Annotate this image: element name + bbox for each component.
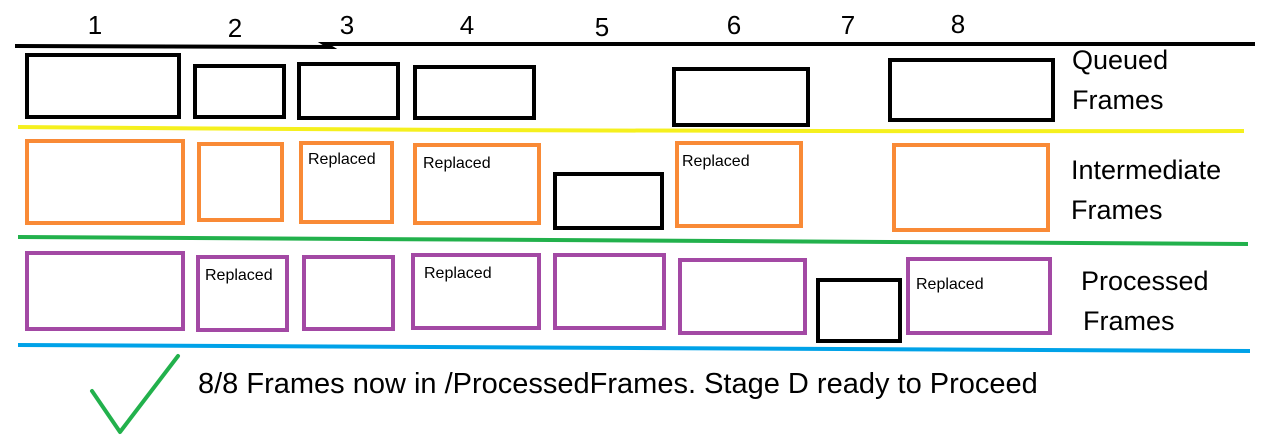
- checkmark-icon: [90, 354, 180, 434]
- processed-frame-8: Replaced: [906, 257, 1052, 335]
- column-number-3: 3: [339, 10, 355, 40]
- column-number-4: 4: [459, 10, 475, 40]
- processed-label-line2: Frames: [1083, 306, 1175, 336]
- processed-frame-2-replaced-text: Replaced: [205, 267, 273, 284]
- queued-divider-line: [17, 125, 1245, 134]
- processed-frame-7: [816, 278, 902, 343]
- intermediate-divider-line: [17, 235, 1249, 246]
- processed-divider-line: [17, 343, 1251, 353]
- intermediate-frame-3-replaced-text: Replaced: [308, 151, 376, 168]
- column-number-2: 2: [227, 13, 243, 43]
- processed-frame-6: [678, 258, 807, 335]
- column-number-1: 1: [87, 10, 103, 40]
- queued-frame-1: [25, 53, 181, 119]
- intermediate-frame-3: Replaced: [299, 141, 394, 224]
- processed-frame-5: [553, 253, 666, 330]
- queued-frames-label: Queued Frames: [1072, 40, 1168, 120]
- processed-frame-3: [302, 255, 395, 331]
- processed-label-line1: Processed: [1081, 266, 1209, 296]
- processed-frame-8-replaced-text: Replaced: [916, 276, 984, 293]
- intermediate-frame-4: Replaced: [413, 143, 541, 225]
- processed-frame-1: [25, 251, 185, 331]
- intermediate-frame-2: [197, 142, 284, 222]
- intermediate-frame-1: [25, 139, 185, 225]
- queued-frame-3: [297, 62, 400, 120]
- intermediate-label-line2: Frames: [1071, 195, 1163, 225]
- column-number-8: 8: [950, 9, 966, 39]
- processed-frame-2: Replaced: [196, 255, 289, 332]
- column-number-7: 7: [840, 10, 856, 40]
- queued-frame-8: [888, 58, 1055, 122]
- queued-label-line2: Frames: [1072, 85, 1164, 115]
- intermediate-frame-8: [892, 143, 1050, 232]
- intermediate-frame-6-replaced-text: Replaced: [682, 153, 750, 170]
- processed-frame-4-replaced-text: Replaced: [424, 265, 492, 282]
- intermediate-frame-6: Replaced: [675, 141, 803, 228]
- intermediate-frames-label: Intermediate Frames: [1071, 150, 1221, 230]
- queued-frame-4: [413, 65, 536, 120]
- queued-frame-6: [672, 67, 810, 127]
- queued-frame-2: [193, 64, 286, 119]
- column-number-6: 6: [726, 10, 742, 40]
- queued-label-line1: Queued: [1072, 45, 1169, 75]
- intermediate-label-line1: Intermediate: [1071, 155, 1222, 185]
- intermediate-frame-5: [553, 172, 664, 230]
- column-number-5: 5: [594, 12, 610, 42]
- processed-frame-4: Replaced: [411, 253, 541, 330]
- intermediate-frame-4-replaced-text: Replaced: [423, 155, 491, 172]
- status-message: 8/8 Frames now in /ProcessedFrames. Stag…: [198, 368, 1038, 400]
- processed-frames-label: Processed Frames: [1081, 261, 1209, 341]
- header-line: [14, 42, 1255, 50]
